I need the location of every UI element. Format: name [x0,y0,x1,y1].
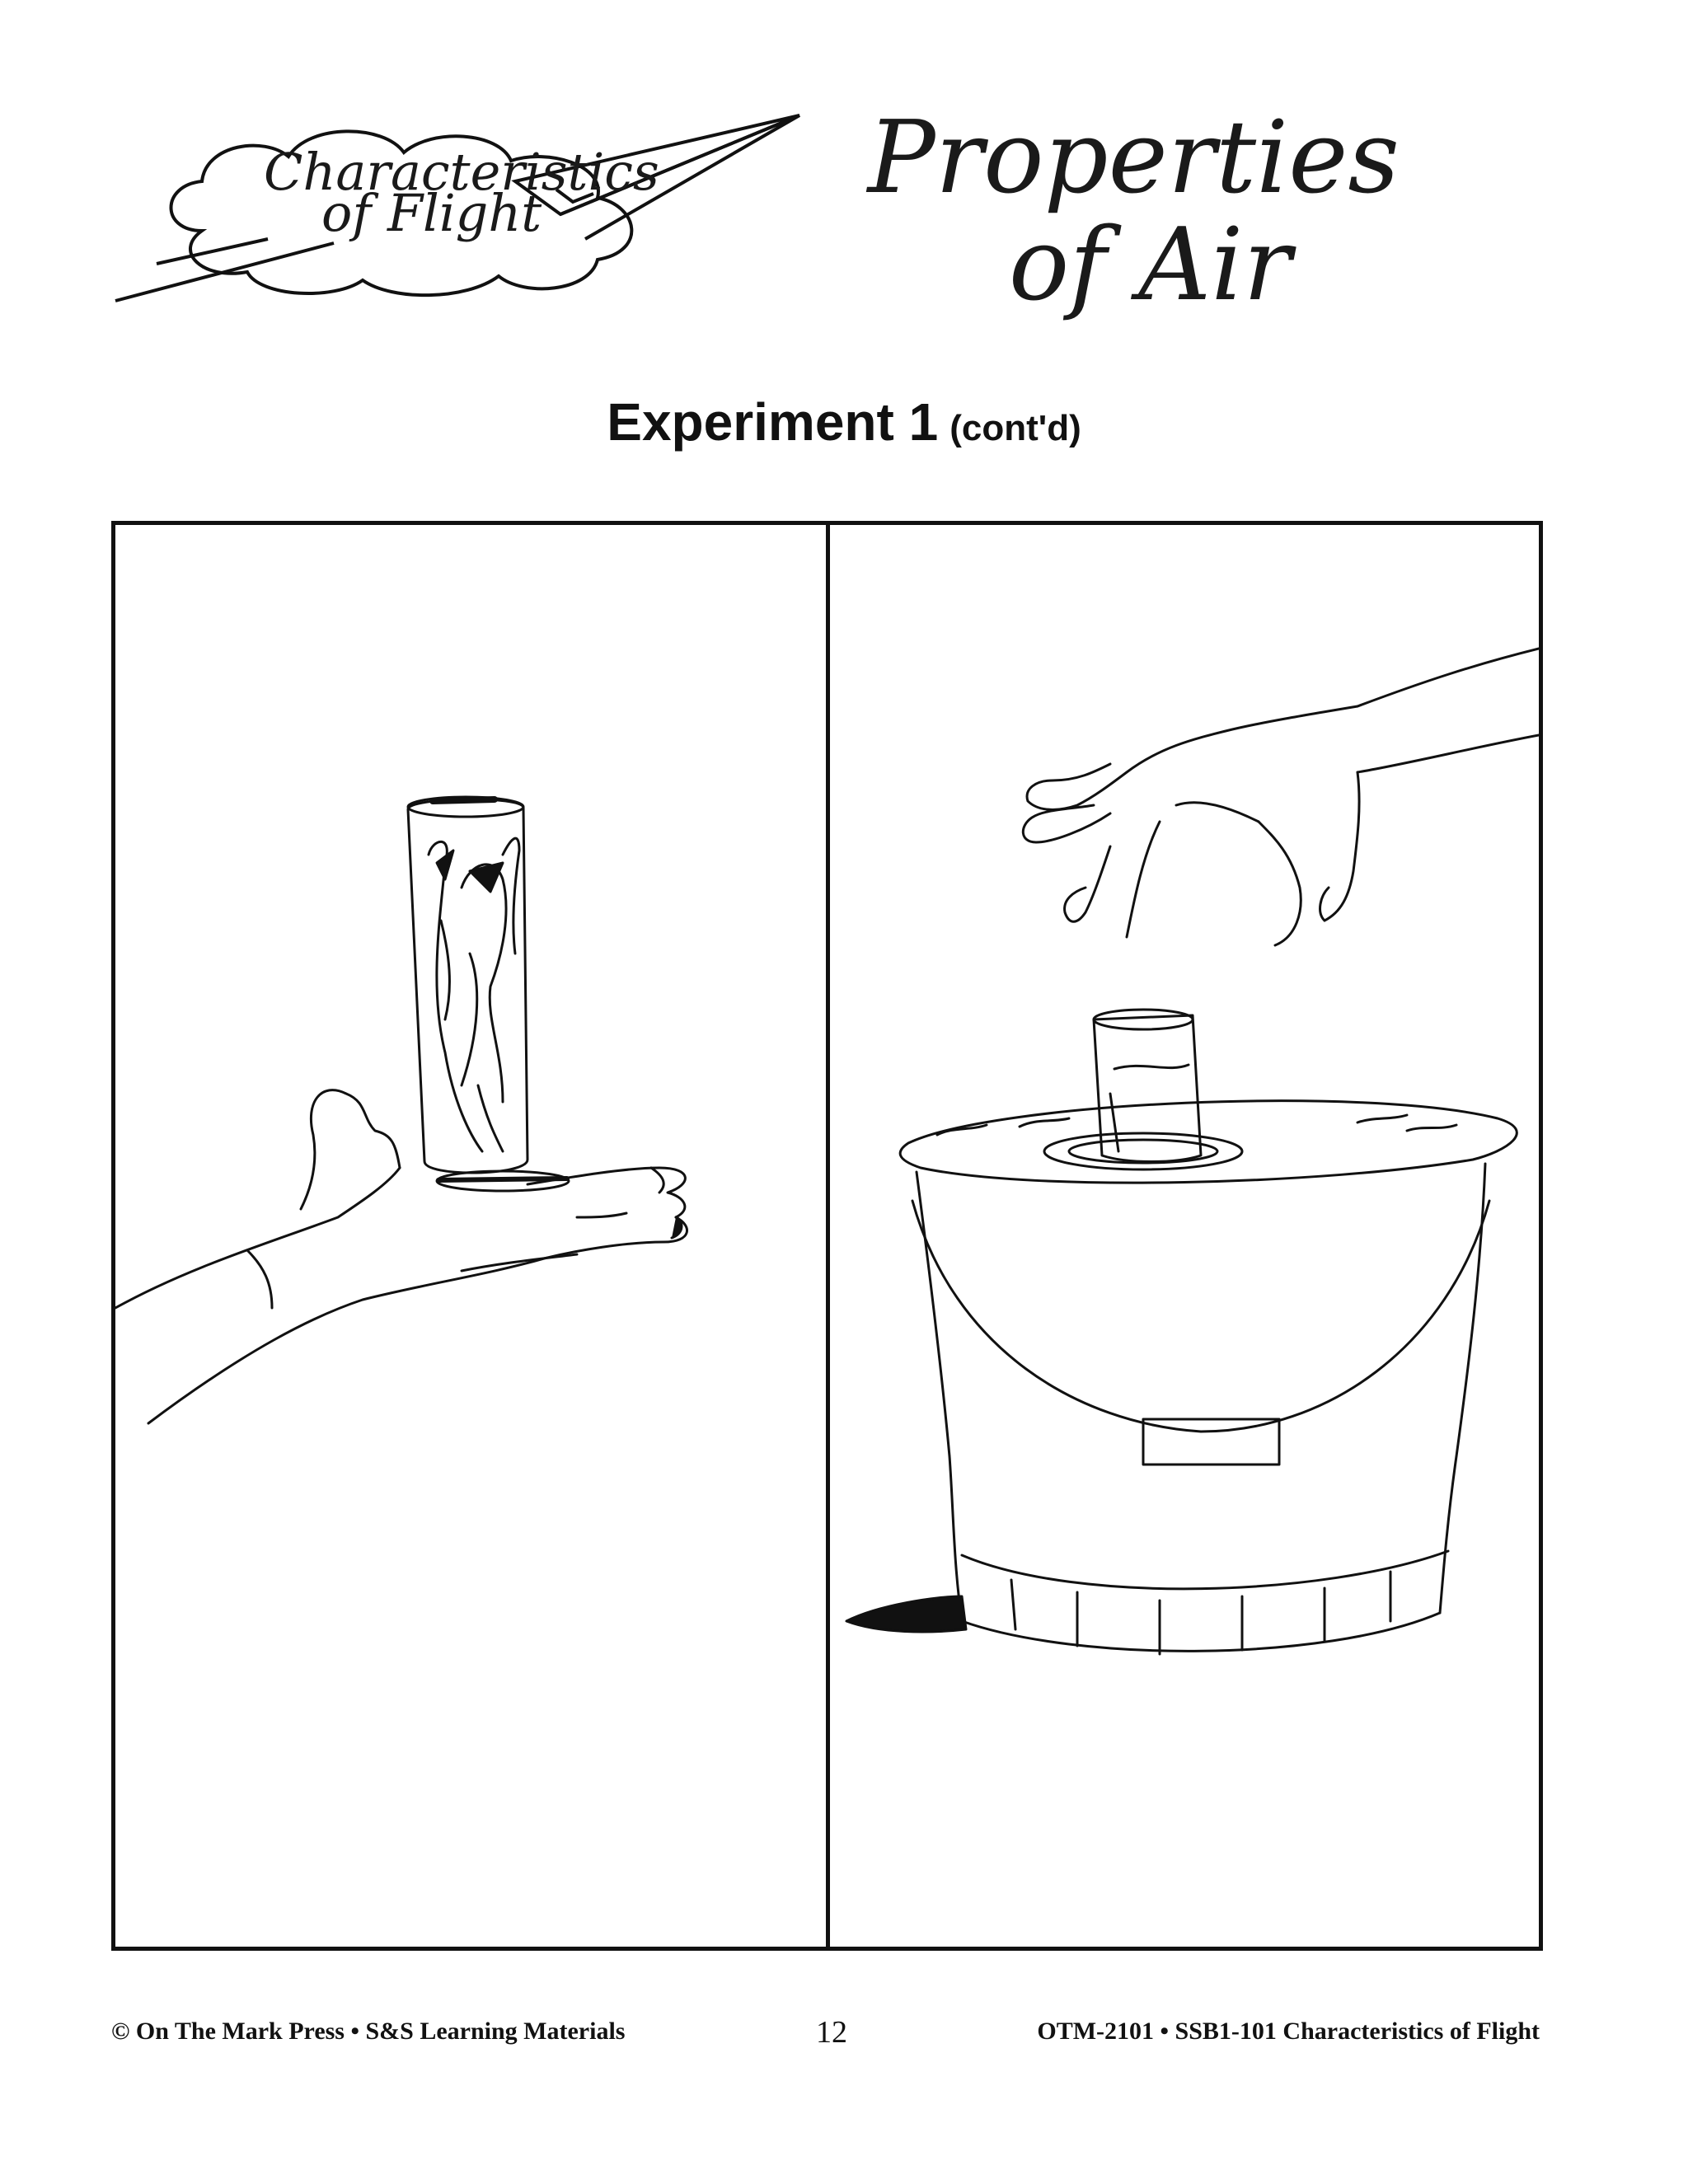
experiment-note: (cont'd) [950,408,1081,448]
footer-copyright: © On The Mark Press • S&S Learning Mater… [111,2018,626,2045]
series-title-line2: of Flight [321,183,542,243]
page-number: 12 [816,2015,847,2050]
section-heading: Experiment 1 (cont'd) [0,391,1688,452]
series-title-line1: Characteristics [264,142,659,202]
panel-divider [826,521,830,1951]
glass-pushed-into-bucket-icon [845,647,1539,1656]
footer-catalog: OTM-2101 • SSB1-101 Characteristics of F… [1037,2018,1540,2045]
hand-holding-glass-with-paper-icon [115,795,688,1425]
series-logo: Characteristics of Flight [115,114,800,302]
experiment-title: Experiment 1 [607,392,939,452]
speed-lines [115,237,335,302]
page-title-line1: Properties [867,99,1400,216]
paper-plane-icon [511,114,800,241]
page-title-line2: of Air [1008,206,1292,323]
page-title: Properties of Air [868,107,1400,315]
